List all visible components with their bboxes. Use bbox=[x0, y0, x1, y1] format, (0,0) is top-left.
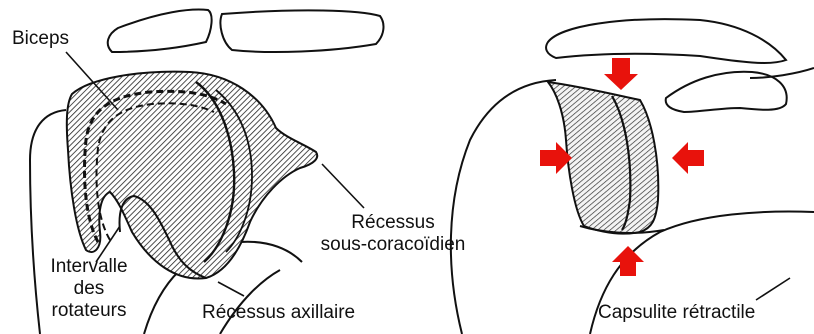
label-intervalle-line2: des bbox=[34, 278, 144, 300]
label-intervalle-line3: rotateurs bbox=[34, 300, 144, 322]
label-capsulite-retractile: Capsulite rétractile bbox=[598, 302, 755, 324]
clavicle-outline bbox=[108, 10, 212, 52]
right-leader-lines bbox=[756, 278, 790, 300]
arrow-down-icon bbox=[604, 58, 638, 90]
label-recessus-sous-coracoidien: Récessus sous-coracoïdien bbox=[308, 212, 478, 256]
label-recessus-sous-coracoidien-line1: Récessus bbox=[308, 212, 478, 234]
label-recessus-sous-coracoidien-line2: sous-coracoïdien bbox=[308, 234, 478, 256]
acromion-outline bbox=[220, 10, 383, 52]
label-intervalle-des-rotateurs: Intervalle des rotateurs bbox=[34, 256, 144, 322]
capsulite-leader-line bbox=[756, 278, 790, 300]
recessus-sous-coracoidien-leader-line bbox=[322, 164, 364, 208]
label-biceps: Biceps bbox=[12, 28, 69, 50]
label-recessus-axillaire: Récessus axillaire bbox=[202, 302, 355, 324]
arrow-left-icon bbox=[672, 142, 704, 174]
recessus-axillaire-leader-line bbox=[218, 282, 244, 296]
humeral-head-outline-right bbox=[451, 80, 556, 334]
right-panel-frozen-shoulder bbox=[451, 19, 814, 334]
label-intervalle-line1: Intervalle bbox=[34, 256, 144, 278]
clavicle-outline-right bbox=[546, 19, 786, 63]
